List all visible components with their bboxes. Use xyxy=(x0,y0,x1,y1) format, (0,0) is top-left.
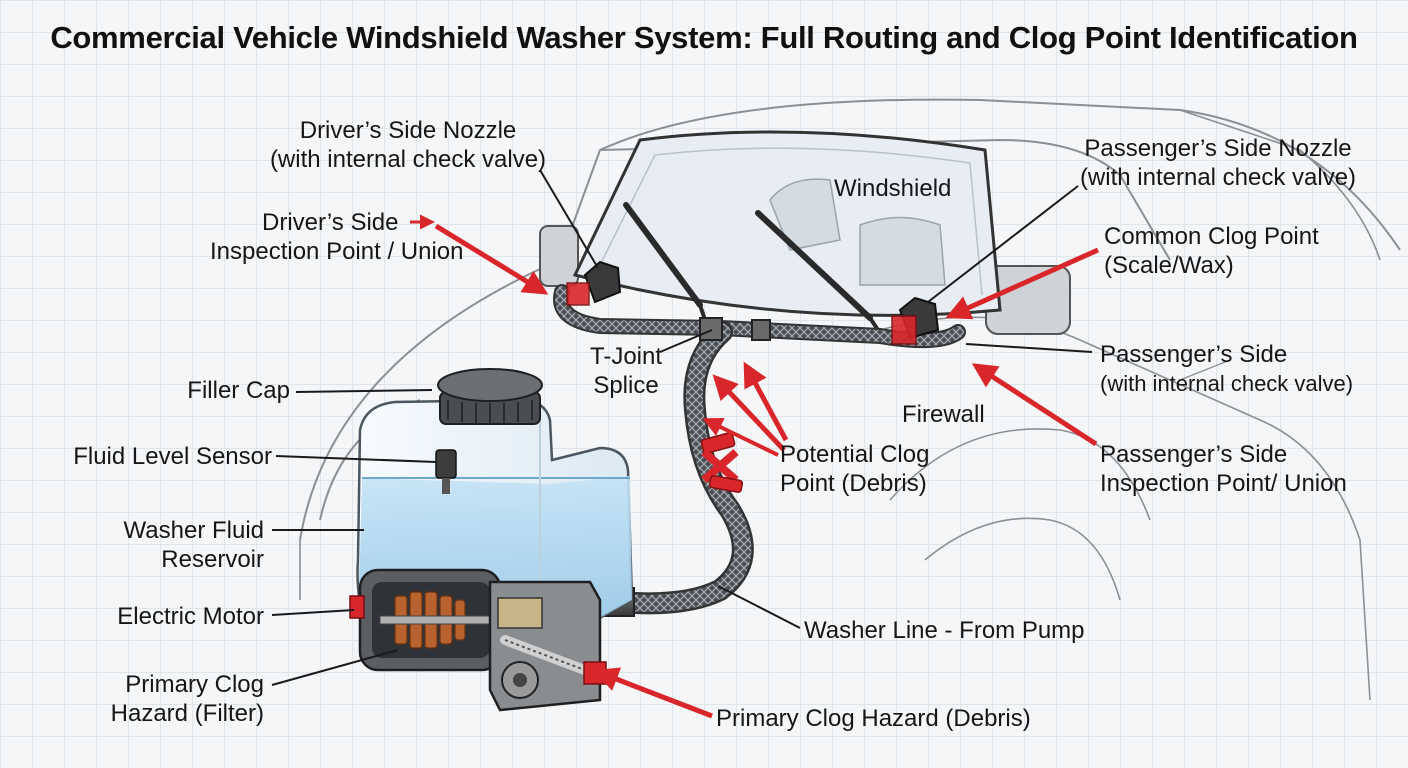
label-primary-clog-hazard-filter: Primary Clog Hazard (Filter) xyxy=(60,670,264,728)
label-line: Passenger’s Side xyxy=(1100,341,1288,368)
label-line: (with internal check valve) xyxy=(1100,371,1354,396)
label-t-joint-splice: T-Joint Splice xyxy=(578,342,674,400)
label-passenger-side-nozzle: Passenger’s Side Nozzle (with internal c… xyxy=(1078,134,1358,192)
driver-nozzle xyxy=(566,260,622,306)
diagram-title: Commercial Vehicle Windshield Washer Sys… xyxy=(50,20,1358,55)
label-washer-fluid-reservoir: Washer Fluid Reservoir xyxy=(60,516,264,574)
label-line: Potential Clog xyxy=(780,441,930,468)
label-primary-clog-hazard-debris: Primary Clog Hazard (Debris) xyxy=(716,705,1031,732)
label-line: (with internal check valve) xyxy=(1079,164,1357,191)
label-line: (Scale/Wax) xyxy=(1104,252,1234,279)
label-drivers-side-nozzle: Driver’s Side Nozzle (with internal chec… xyxy=(258,116,558,174)
red-arrows xyxy=(410,214,1100,719)
label-passenger-side-inspection: Passenger’s Side Inspection Point/ Union xyxy=(1100,440,1347,498)
label-line: Driver’s Side xyxy=(262,209,399,236)
label-passenger-side: Passenger’s Side (with internal check va… xyxy=(1100,340,1353,398)
label-line: Inspection Point/ Union xyxy=(1100,470,1347,497)
label-filler-cap: Filler Cap xyxy=(187,377,290,404)
label-electric-motor: Electric Motor xyxy=(117,603,264,630)
label-windshield: Windshield xyxy=(834,175,952,202)
label-line: Inspection Point / Union xyxy=(210,238,464,265)
passenger-nozzle xyxy=(891,296,940,345)
label-washer-line: Washer Line - From Pump xyxy=(804,617,1085,644)
label-potential-clog-point: Potential Clog Point (Debris) xyxy=(780,440,929,498)
label-fluid-level-sensor: Fluid Level Sensor xyxy=(73,443,272,470)
leader-lines xyxy=(271,169,1093,686)
label-line: Reservoir xyxy=(161,546,264,573)
label-line: Splice xyxy=(593,372,659,399)
label-line: Passenger’s Side xyxy=(1100,441,1288,468)
label-line: Hazard (Filter) xyxy=(110,700,264,727)
wiper-blades xyxy=(623,202,880,332)
filler-cap xyxy=(437,368,543,425)
label-line: Point (Debris) xyxy=(780,470,927,497)
label-line: Common Clog Point xyxy=(1104,223,1319,250)
fluid-level-sensor xyxy=(435,449,457,479)
label-line: Passenger’s Side Nozzle xyxy=(1084,135,1352,162)
label-common-clog-point: Common Clog Point (Scale/Wax) xyxy=(1104,222,1319,280)
clog-markers xyxy=(700,432,744,493)
label-line: T-Joint xyxy=(589,343,663,370)
label-drivers-side-inspection: Driver’s Side Inspection Point / Union xyxy=(210,208,464,266)
label-line: Washer Fluid xyxy=(123,517,264,544)
t-joint-fitting xyxy=(699,317,723,341)
label-firewall: Firewall xyxy=(902,401,985,428)
label-line: (with internal check valve) xyxy=(269,146,547,173)
label-line: Primary Clog xyxy=(125,671,264,698)
pump-motor-assembly xyxy=(349,568,607,712)
driver-mirror xyxy=(539,225,579,287)
label-line: Driver’s Side Nozzle xyxy=(299,117,517,144)
